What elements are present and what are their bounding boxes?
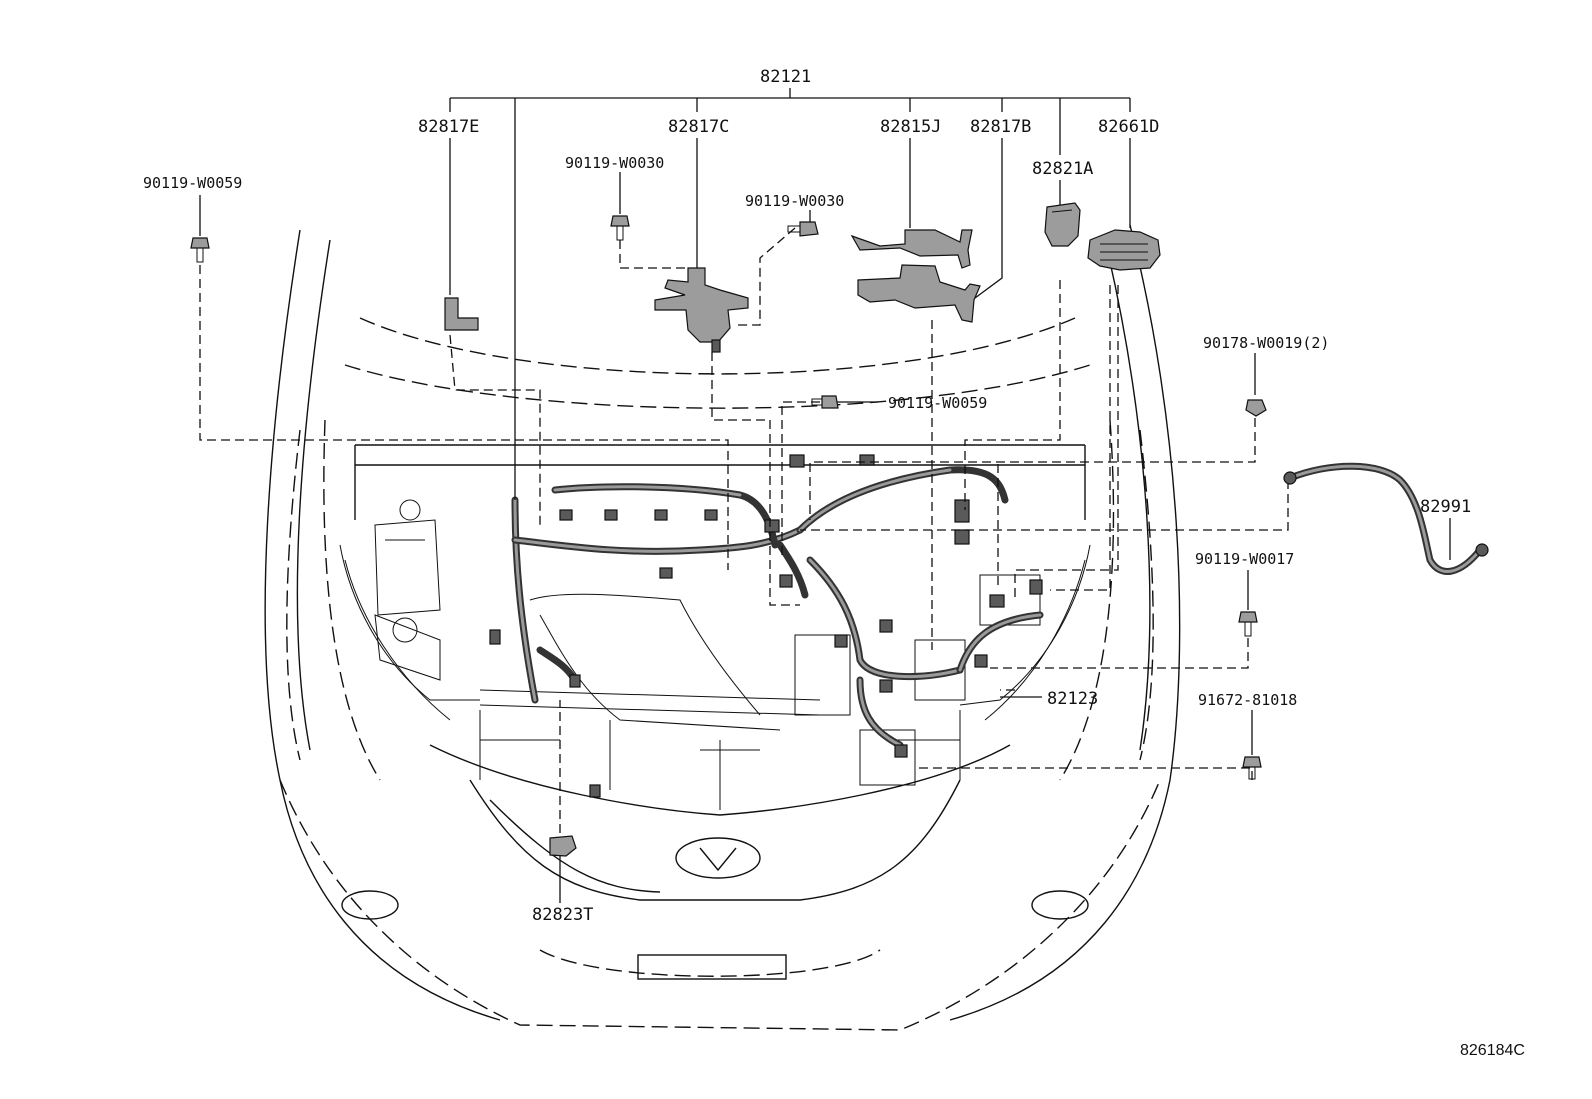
bolt-icon xyxy=(610,215,630,241)
leader-lines xyxy=(199,88,1451,903)
label-82815j: 82815J xyxy=(880,117,941,137)
label-90119-w0059-center: 90119-W0059 xyxy=(888,394,987,412)
label-82817c: 82817C xyxy=(668,117,729,137)
cable-82991-part xyxy=(1283,462,1489,575)
clamp-82823t-part xyxy=(549,835,577,857)
protector-82817c-part xyxy=(654,267,749,353)
label-82817e: 82817E xyxy=(418,117,479,137)
locator-dashed-lines xyxy=(199,227,1289,833)
label-82821a: 82821A xyxy=(1032,159,1093,179)
nut-icon xyxy=(1245,399,1267,417)
label-82817b: 82817B xyxy=(970,117,1031,137)
label-82991: 82991 xyxy=(1420,497,1471,517)
label-90119-w0030-left: 90119-W0030 xyxy=(565,154,664,172)
label-82123: 82123 xyxy=(1047,689,1098,709)
vehicle-body-outline xyxy=(264,224,1181,1031)
bolt-icon xyxy=(811,395,839,409)
protector-82815j-part xyxy=(850,229,973,269)
label-90119-w0030-right: 90119-W0030 xyxy=(745,192,844,210)
label-90119-w0059-left: 90119-W0059 xyxy=(143,174,242,192)
label-90119-w0017: 90119-W0017 xyxy=(1195,550,1294,568)
bolt-icon xyxy=(787,221,819,237)
bolt-icon xyxy=(1238,611,1258,637)
label-82823t: 82823T xyxy=(532,905,593,925)
bolt-icon xyxy=(190,237,210,263)
bolt-icon xyxy=(1242,756,1262,780)
label-91672-81018: 91672-81018 xyxy=(1198,691,1297,709)
relay-block-82661d-part xyxy=(1087,229,1161,271)
protector-82817e-part xyxy=(444,297,479,331)
label-90178-w0019: 90178-W0019(2) xyxy=(1203,334,1329,352)
cover-82821a-part xyxy=(1044,202,1081,247)
figure-id: 826184C xyxy=(1460,1042,1525,1059)
engine-wire-harness xyxy=(489,454,1044,798)
protector-82817b-part xyxy=(857,264,981,323)
label-82661d: 82661D xyxy=(1098,117,1159,137)
label-82121: 82121 xyxy=(760,67,811,87)
